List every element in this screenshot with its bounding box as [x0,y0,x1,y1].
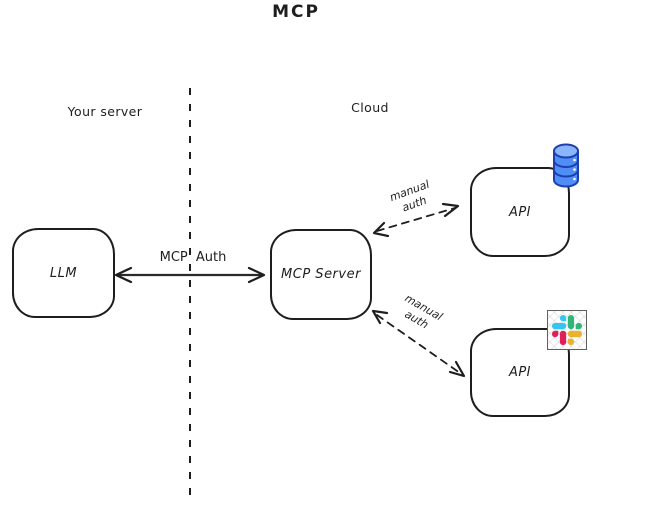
node-llm-label: LLM [49,265,78,281]
database-icon [550,142,582,189]
node-api-database-label: API [508,204,532,220]
llm-mcp-arrow [114,266,266,284]
node-api-slack: API [470,328,570,417]
node-api-slack-label: API [508,365,532,380]
node-mcp-server: MCP Server [270,229,372,320]
node-mcp-server-label: MCP Server [281,267,361,282]
mcp-api-db-arrow [372,202,460,238]
node-llm: LLM [12,228,115,318]
edge-label-mcp-auth: MCP Auth [159,250,227,265]
region-label-cloud: Cloud [351,100,389,115]
slack-icon [547,310,587,350]
node-api-database: API [470,167,570,257]
mcp-api-slack-arrow [371,309,466,378]
diagram-title: MCP [272,2,320,22]
region-label-your-server: Your server [67,104,143,119]
